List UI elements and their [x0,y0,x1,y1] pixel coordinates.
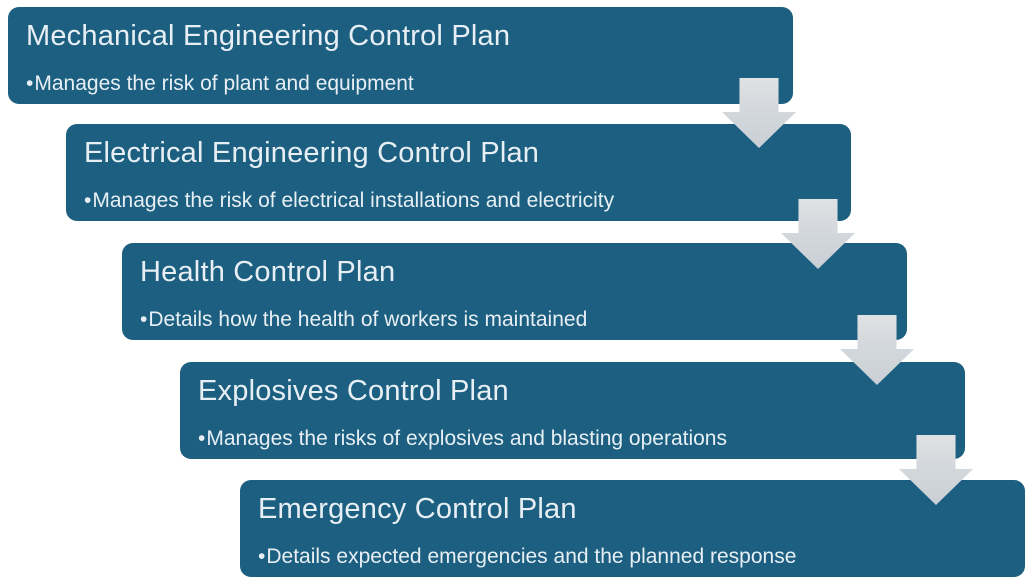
step-bullet-text: Manages the risk of plant and equipment [34,72,414,95]
step-box-electrical-engineering: Electrical Engineering Control Plan •Man… [66,124,851,221]
bullet-marker: • [258,545,266,568]
step-bullet-line: •Manages the risk of electrical installa… [84,188,614,214]
step-bullet-line: •Manages the risk of plant and equipment [26,71,414,97]
step-title: Emergency Control Plan [258,493,577,525]
step-box-emergency: Emergency Control Plan •Details expected… [240,480,1025,577]
step-bullet-line: •Details how the health of workers is ma… [140,307,587,333]
step-bullet-text: Manages the risk of electrical installat… [92,189,615,212]
step-title: Explosives Control Plan [198,375,509,407]
step-title: Health Control Plan [140,256,396,288]
step-box-explosives: Explosives Control Plan •Manages the ris… [180,362,965,459]
bullet-marker: • [26,72,34,95]
step-bullet-line: •Details expected emergencies and the pl… [258,544,796,570]
step-box-mechanical-engineering: Mechanical Engineering Control Plan •Man… [8,7,793,104]
bullet-marker: • [84,189,92,212]
step-title: Mechanical Engineering Control Plan [26,20,511,52]
step-box-health: Health Control Plan •Details how the hea… [122,243,907,340]
step-title: Electrical Engineering Control Plan [84,137,540,169]
bullet-marker: • [198,427,206,450]
step-bullet-line: •Manages the risks of explosives and bla… [198,426,727,452]
step-bullet-text: Details how the health of workers is mai… [148,308,588,331]
bullet-marker: • [140,308,148,331]
step-bullet-text: Manages the risks of explosives and blas… [206,427,727,450]
step-bullet-text: Details expected emergencies and the pla… [266,545,797,568]
